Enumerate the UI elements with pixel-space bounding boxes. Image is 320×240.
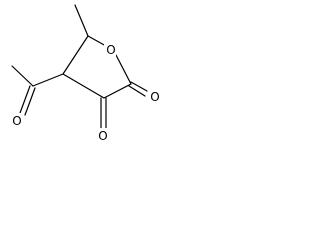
bond-c5-ringO xyxy=(87,35,107,47)
bond-c4-c5 xyxy=(62,35,89,75)
ketone-oxygen-label: O xyxy=(98,129,107,143)
ring-oxygen-label: O xyxy=(106,43,115,57)
bond-acetylC-methyl xyxy=(11,65,34,87)
lactone-carbonyl-oxygen-label: O xyxy=(150,90,159,104)
molecule-diagram: O O O O xyxy=(11,4,160,143)
bond-acetyl-CO-2 xyxy=(24,87,36,116)
bond-c3-c4 xyxy=(62,73,105,99)
bond-c2-c3 xyxy=(103,83,132,99)
bond-methyl-c5 xyxy=(74,4,89,37)
bond-c2-lactoneO-1 xyxy=(130,81,148,92)
bond-acetyl-CO-1 xyxy=(19,85,31,114)
bond-ringO-c2 xyxy=(115,54,132,85)
bond-c2-lactoneO-2 xyxy=(128,85,146,97)
bond-c4-acetylC xyxy=(32,73,64,87)
acetyl-oxygen-label: O xyxy=(12,114,21,128)
